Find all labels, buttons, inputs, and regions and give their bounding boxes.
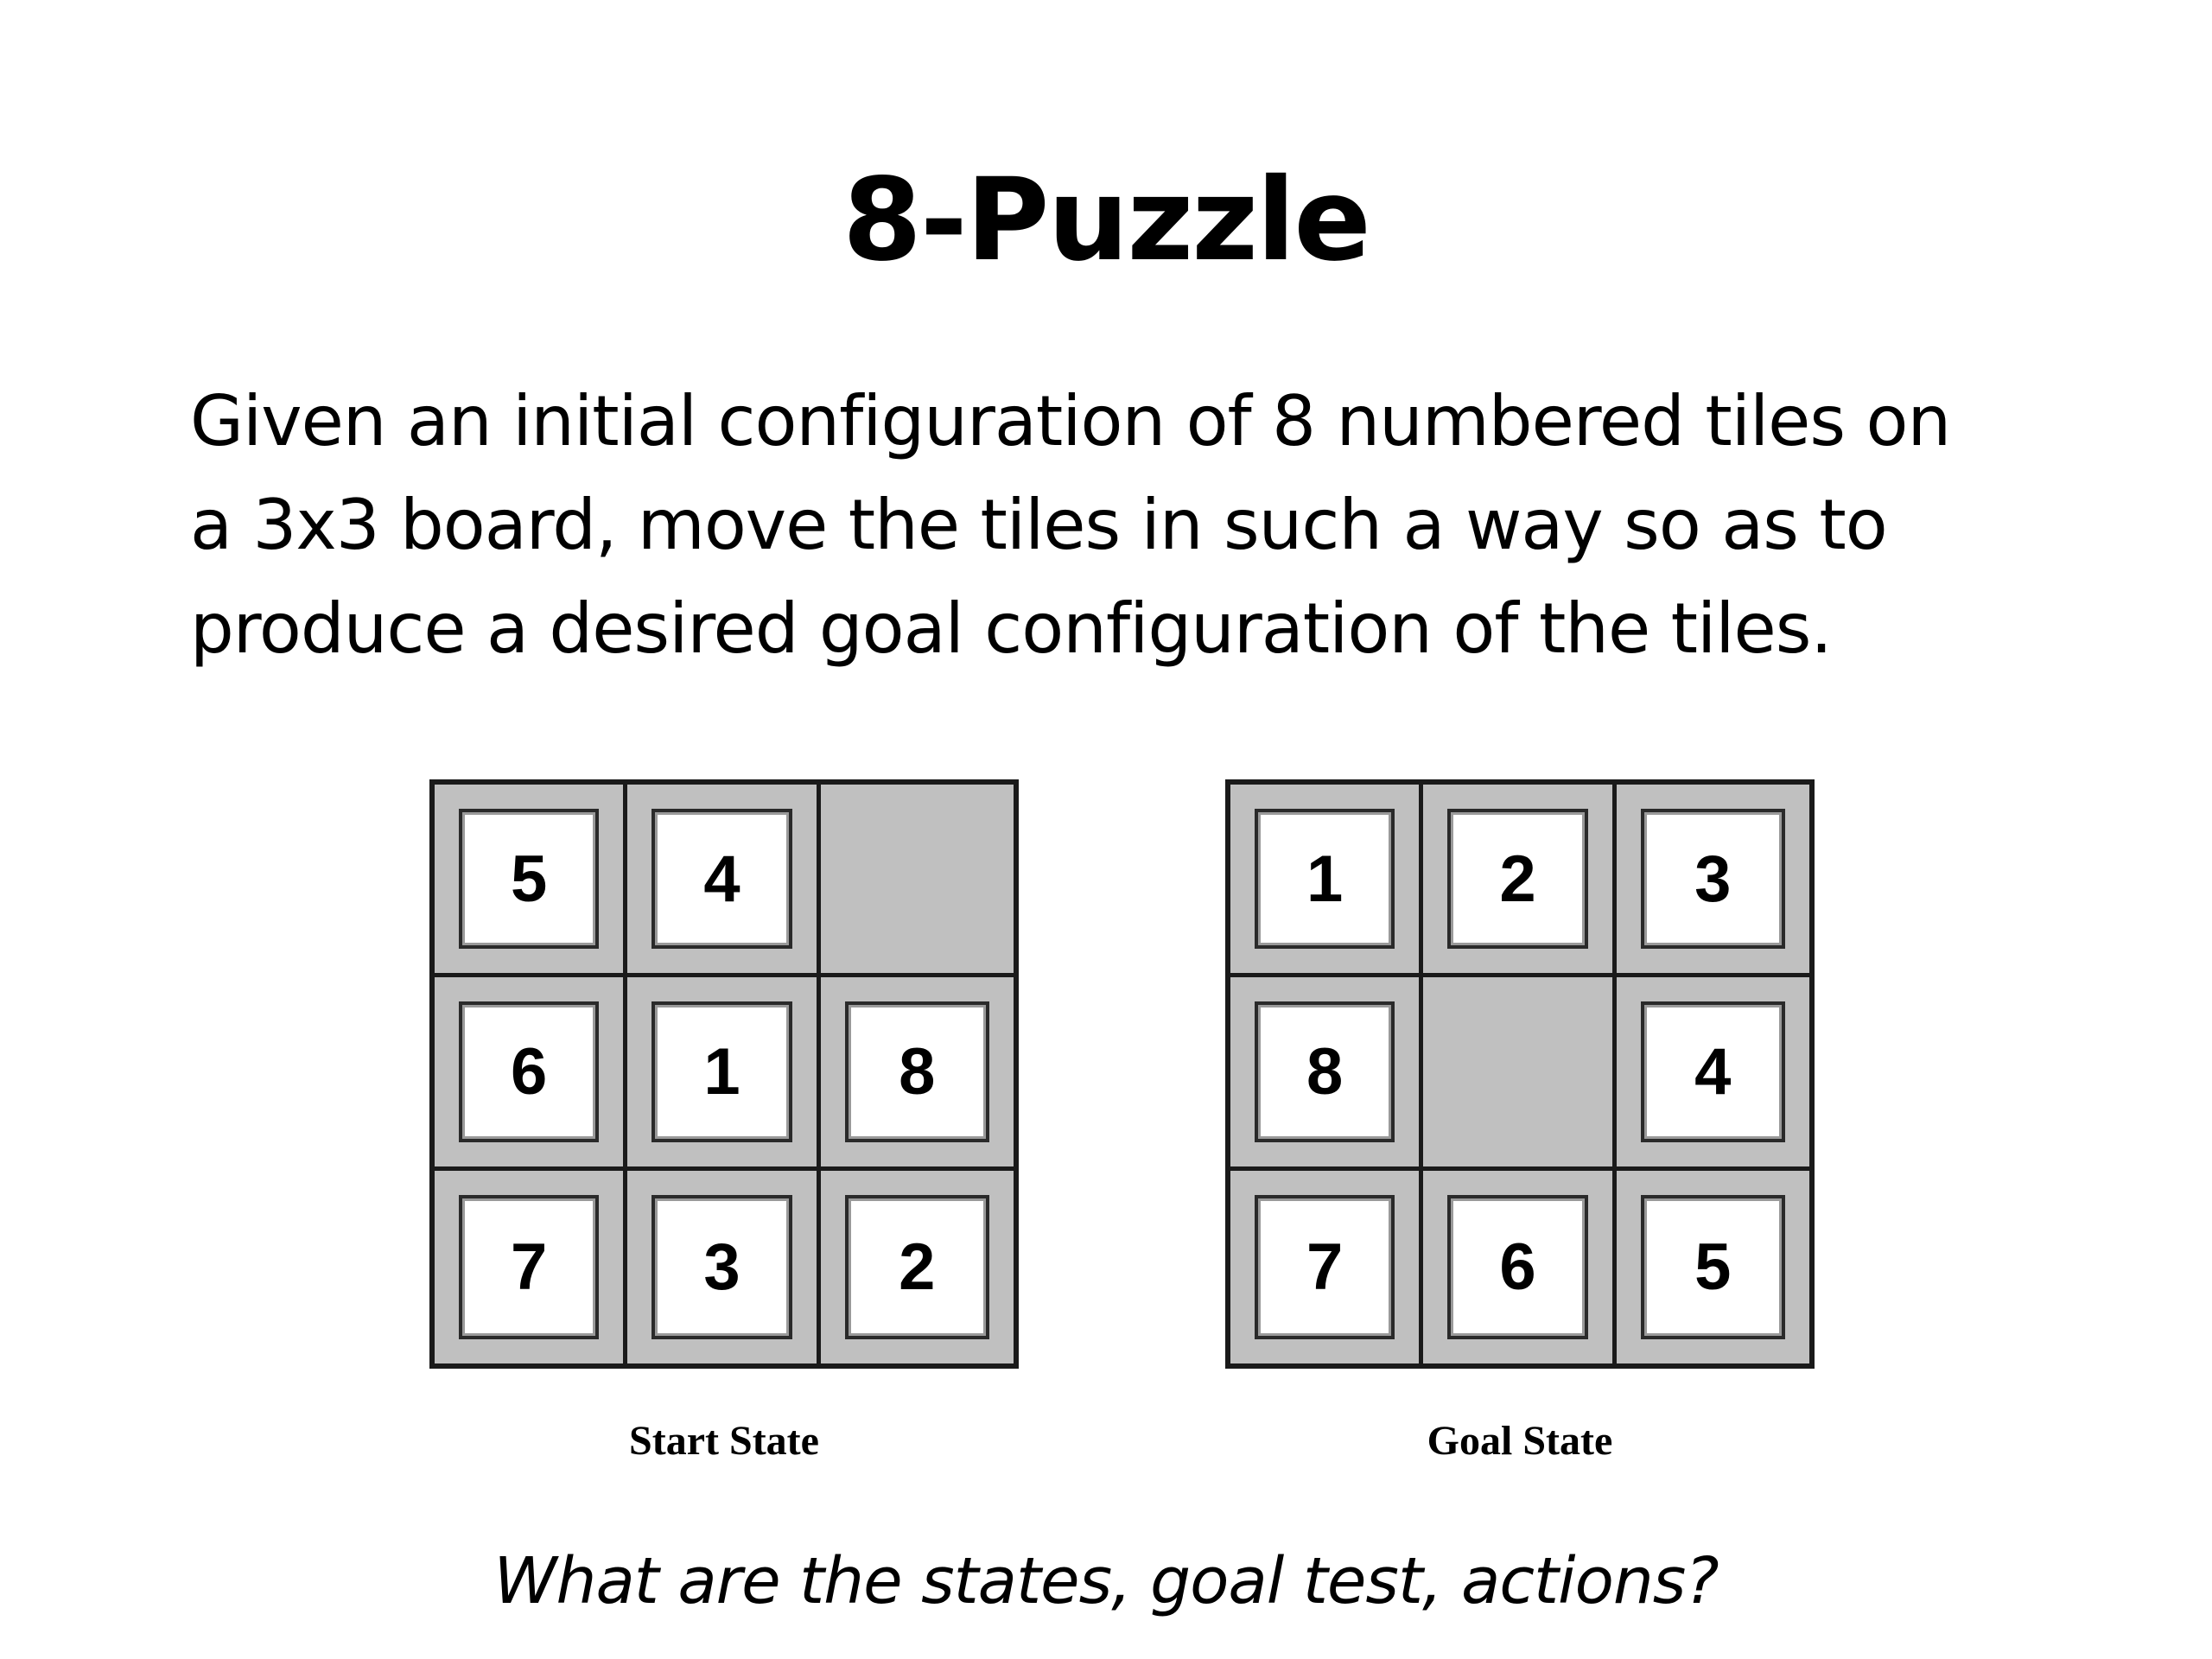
body-line-2: a 3x3 board, move the tiles in such a wa… [190, 485, 1888, 565]
board-cell: 4 [627, 785, 821, 978]
body-line-3: produce a desired goal configuration of … [190, 588, 1833, 669]
board-cell [1423, 977, 1617, 1171]
start-state-board: 5 4 6 1 8 7 3 2 [429, 779, 1019, 1369]
question-text: What are the states, goal test, actions? [493, 1544, 1719, 1618]
board-cell: 8 [820, 977, 1014, 1171]
puzzle-tile: 6 [459, 1001, 600, 1142]
slide-title: 8-Puzzle [842, 154, 1371, 287]
board-cell: 7 [435, 1170, 628, 1363]
slide-body-text: Given an initial configuration of 8 numb… [190, 370, 2126, 681]
board-cell: 4 [1616, 977, 1809, 1171]
board-cell [820, 785, 1014, 978]
puzzle-tile: 1 [652, 1001, 792, 1142]
puzzle-tile: 2 [844, 1194, 989, 1339]
goal-state-board: 1 2 3 8 4 7 6 5 [1225, 779, 1815, 1369]
puzzle-tile: 7 [1255, 1194, 1395, 1339]
puzzle-tile: 7 [459, 1194, 600, 1339]
body-line-1: Given an initial configuration of 8 numb… [190, 381, 1951, 461]
board-cell: 1 [627, 977, 821, 1171]
goal-state-caption: Goal State [1427, 1418, 1613, 1464]
puzzle-tile: 2 [1447, 809, 1588, 950]
puzzle-tile: 4 [652, 809, 792, 950]
board-cell: 2 [820, 1170, 1014, 1363]
puzzle-tile: 3 [1640, 809, 1785, 950]
board-cell: 1 [1230, 785, 1424, 978]
start-state-caption: Start State [629, 1418, 819, 1464]
board-cell: 6 [435, 977, 628, 1171]
board-cell: 3 [627, 1170, 821, 1363]
puzzle-tile: 6 [1447, 1194, 1588, 1339]
board-cell: 3 [1616, 785, 1809, 978]
board-cell: 6 [1423, 1170, 1617, 1363]
puzzle-tile: 5 [459, 809, 600, 950]
puzzle-tile: 8 [1255, 1001, 1395, 1142]
puzzle-tile: 8 [844, 1001, 989, 1142]
board-cell: 2 [1423, 785, 1617, 978]
board-cell: 8 [1230, 977, 1424, 1171]
board-cell: 5 [435, 785, 628, 978]
board-cell: 7 [1230, 1170, 1424, 1363]
puzzle-tile: 4 [1640, 1001, 1785, 1142]
puzzle-tile: 5 [1640, 1194, 1785, 1339]
puzzle-tile: 3 [652, 1194, 792, 1339]
puzzle-tile: 1 [1255, 809, 1395, 950]
board-cell: 5 [1616, 1170, 1809, 1363]
